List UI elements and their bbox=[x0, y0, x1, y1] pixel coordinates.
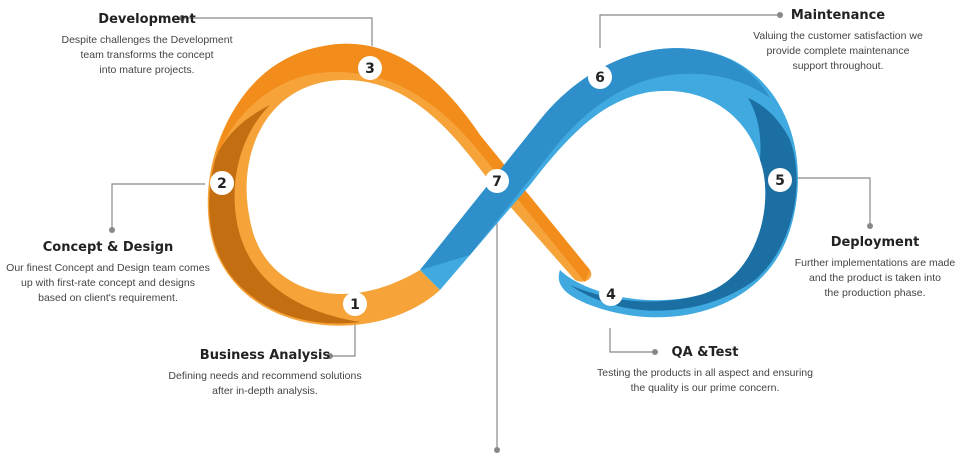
step-deployment: Deployment Further implementations are m… bbox=[790, 235, 960, 301]
step-qa-test-desc: Testing the products in all aspect and e… bbox=[597, 367, 813, 394]
right-loop bbox=[420, 48, 798, 318]
badge-2: 2 bbox=[210, 171, 234, 195]
step-deployment-title: Deployment bbox=[830, 235, 920, 250]
step-concept-design-desc: Our finest Concept and Design team comes… bbox=[6, 262, 210, 304]
svg-text:6: 6 bbox=[595, 70, 605, 86]
connector-dots bbox=[109, 12, 873, 453]
step-concept-design-title: Concept & Design bbox=[42, 240, 174, 255]
svg-text:7: 7 bbox=[492, 174, 502, 190]
svg-text:3: 3 bbox=[365, 61, 375, 77]
step-deployment-desc: Further implementations are made and the… bbox=[794, 257, 956, 299]
badge-5: 5 bbox=[768, 168, 792, 192]
step-maintenance-title: Maintenance bbox=[790, 8, 886, 23]
step-development: Development Despite challenges the Devel… bbox=[32, 12, 262, 78]
svg-text:1: 1 bbox=[350, 297, 360, 313]
connector-lines bbox=[111, 14, 871, 448]
svg-text:2: 2 bbox=[217, 176, 227, 192]
step-business-analysis-desc: Defining needs and recommend solutions a… bbox=[168, 370, 362, 397]
step-business-analysis-title: Business Analysis bbox=[199, 348, 331, 363]
connector-development bbox=[182, 17, 373, 46]
connector-concept bbox=[111, 183, 205, 230]
connector-deployment bbox=[797, 177, 871, 224]
connector-qa bbox=[609, 328, 655, 353]
step-concept-design: Concept & Design Our finest Concept and … bbox=[0, 240, 216, 306]
step-development-title: Development bbox=[98, 12, 196, 27]
step-maintenance-desc: Valuing the customer satisfaction we pro… bbox=[753, 30, 923, 72]
badge-3: 3 bbox=[358, 56, 382, 80]
step-qa-test: QA &Test Testing the products in all asp… bbox=[580, 345, 830, 396]
svg-text:4: 4 bbox=[606, 287, 616, 303]
step-badges: 1 2 3 4 5 6 7 bbox=[210, 56, 792, 316]
connector-business bbox=[330, 318, 356, 357]
connector-maintenance bbox=[599, 14, 780, 48]
step-business-analysis: Business Analysis Defining needs and rec… bbox=[160, 348, 370, 399]
badge-6: 6 bbox=[588, 65, 612, 89]
badge-7: 7 bbox=[485, 169, 509, 193]
step-qa-test-title: QA &Test bbox=[671, 345, 739, 360]
step-maintenance: Maintenance Valuing the customer satisfa… bbox=[720, 8, 956, 74]
step-development-desc: Despite challenges the Development team … bbox=[61, 34, 233, 76]
badge-4: 4 bbox=[599, 282, 623, 306]
left-loop bbox=[207, 43, 592, 326]
badge-1: 1 bbox=[343, 292, 367, 316]
svg-text:5: 5 bbox=[775, 173, 785, 189]
